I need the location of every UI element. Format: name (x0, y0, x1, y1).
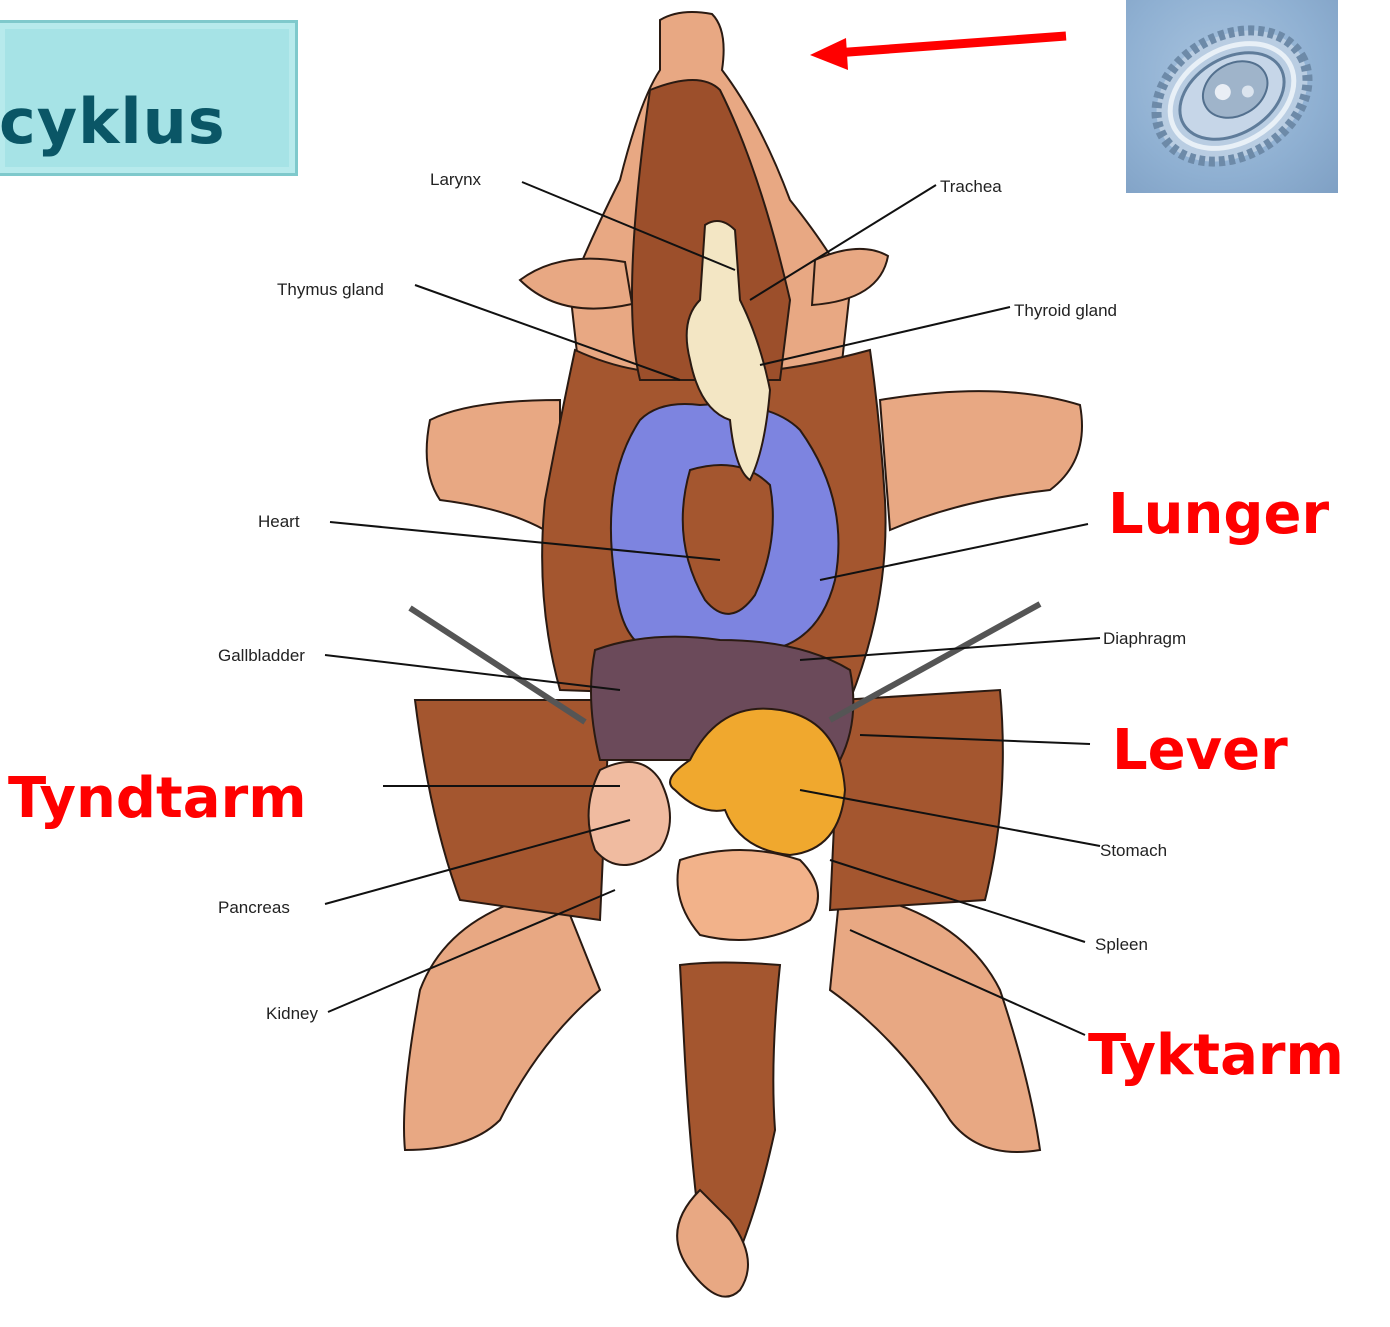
annotation-lever: Lever (1112, 718, 1288, 783)
label-diaphragm: Diaphragm (1103, 629, 1186, 649)
label-thymus-gland: Thymus gland (277, 280, 384, 300)
label-spleen: Spleen (1095, 935, 1148, 955)
label-stomach: Stomach (1100, 841, 1167, 861)
label-heart: Heart (258, 512, 300, 532)
annotation-tyktarm: Tyktarm (1088, 1023, 1344, 1088)
annotation-tyndtarm: Tyndtarm (8, 766, 307, 831)
label-larynx: Larynx (430, 170, 481, 190)
label-pancreas: Pancreas (218, 898, 290, 918)
annotation-lunger: Lunger (1108, 482, 1329, 547)
red-arrow (810, 36, 1066, 70)
label-gallbladder: Gallbladder (218, 646, 305, 666)
pig-body (404, 12, 1082, 1297)
label-thyroid-gland: Thyroid gland (1014, 301, 1117, 321)
label-trachea: Trachea (940, 177, 1002, 197)
label-kidney: Kidney (266, 1004, 318, 1024)
